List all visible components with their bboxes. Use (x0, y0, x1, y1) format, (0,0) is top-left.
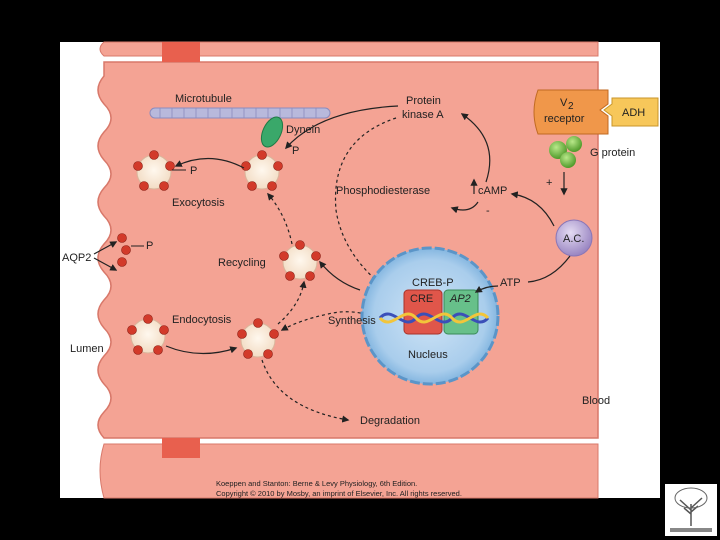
ac-label: A.C. (563, 233, 584, 245)
nucleus (360, 246, 500, 386)
g-protein-icon (549, 136, 582, 168)
protein-kinase-label-line1: Protein (406, 95, 441, 107)
degradation-label: Degradation (360, 415, 420, 427)
credit-line-1: Koeppen and Stanton: Berne & Levy Physio… (216, 479, 417, 488)
adh-hormone: ADH (603, 97, 659, 127)
creb-p-label: CREB-P (412, 277, 454, 289)
blood-label: Blood (582, 395, 610, 407)
protein-kinase-label-line2: kinase A (402, 109, 444, 121)
aqp2-membrane-channel (117, 233, 131, 267)
vesicle-endocytosis-right (237, 318, 279, 359)
g-protein-label: G protein (590, 147, 635, 159)
camp-label: cAMP (478, 185, 507, 197)
endocytosis-label: Endocytosis (172, 314, 232, 326)
cre-element (403, 289, 443, 335)
camp-minus-sign: - (486, 205, 490, 217)
dynein-p-label: P (292, 145, 299, 157)
dynein-icon (260, 116, 284, 148)
atp-label: ATP (500, 277, 521, 289)
exocytosis-label: Exocytosis (172, 197, 225, 209)
microtubule (149, 107, 331, 119)
v2-subscript: 2 (568, 101, 574, 112)
vesicle-recycling (279, 240, 321, 281)
ap2-element (443, 289, 479, 335)
adenylyl-cyclase-icon (555, 219, 593, 257)
aqp2-p-label: P (146, 240, 153, 252)
receptor-label: receptor (544, 113, 585, 125)
vesicle-endocytosis-left (127, 314, 169, 355)
synthesis-label: Synthesis (328, 315, 376, 327)
plus-sign: + (546, 177, 552, 189)
nucleus-label: Nucleus (408, 349, 448, 361)
cre-label: CRE (410, 293, 433, 305)
elsevier-logo (665, 484, 717, 536)
recycling-label: Recycling (218, 257, 266, 269)
vesicle-exocytosis-right (241, 150, 283, 191)
v2-receptor: V 2 receptor (533, 89, 609, 135)
credit-line-2: Copyright © 2010 by Mosby, an imprint of… (216, 489, 462, 498)
tight-junction-top (162, 42, 200, 62)
exocytosis-p-label: P (190, 165, 197, 177)
microtubule-label: Microtubule (175, 93, 232, 105)
adh-label: ADH (622, 107, 645, 119)
v2-receptor-label: V (560, 97, 568, 109)
lumen-label: Lumen (70, 343, 104, 355)
tight-junction-bottom (162, 438, 200, 458)
phosphodiesterase-label: Phosphodiesterase (336, 185, 430, 197)
vesicle-exocytosis-left (133, 150, 175, 191)
aqp2-label: AQP2 (62, 252, 91, 264)
ap2-label: AP2 (449, 293, 471, 305)
